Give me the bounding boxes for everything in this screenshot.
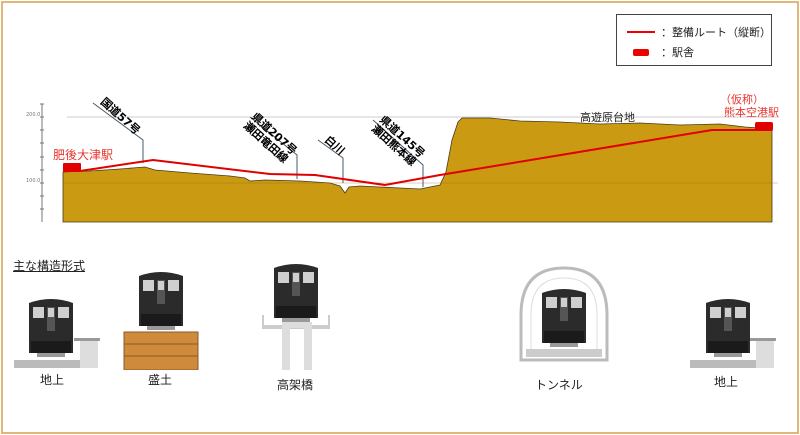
structure-label-ground-1: 地上 xyxy=(40,373,65,387)
station-label-end-prefix: （仮称） xyxy=(720,93,764,106)
structure-illustrations xyxy=(14,264,776,370)
legend-route-label: ：整備ルート（縦断） xyxy=(661,26,771,39)
ground-profile xyxy=(62,117,773,223)
structure-label-tunnel: トンネル xyxy=(535,378,583,392)
axis-ticks xyxy=(40,103,44,210)
tunnel-illustration xyxy=(519,266,609,362)
station-label-end: 熊本空港駅 xyxy=(724,106,779,119)
legend-route: ：整備ルート（縦断） xyxy=(627,24,771,40)
plateau-label: 高遊原台地 xyxy=(580,111,635,124)
legend-station: ：駅舎 xyxy=(627,44,694,60)
tick-label-200: 200.0 xyxy=(26,112,41,118)
profile-chart xyxy=(40,102,778,223)
station-marker-end xyxy=(755,122,773,131)
structures-title: 主な構造形式 xyxy=(13,259,86,273)
station-swatch xyxy=(633,48,649,56)
legend-station-label: ：駅舎 xyxy=(661,46,694,59)
structure-label-viaduct: 高架橋 xyxy=(277,378,314,392)
route-line-swatch xyxy=(627,31,655,33)
ground-level-illustration-1 xyxy=(14,299,100,368)
ground-level-illustration-2 xyxy=(690,299,776,368)
route-line xyxy=(79,129,772,187)
legend: ：整備ルート（縦断） ：駅舎 xyxy=(616,14,772,66)
structure-label-ground-2: 地上 xyxy=(714,375,739,389)
viaduct-illustration xyxy=(262,264,330,370)
station-label-start: 肥後大津駅 xyxy=(53,148,114,162)
tick-label-100: 100.0 xyxy=(26,178,41,184)
station-marker-start xyxy=(63,163,81,172)
structure-label-embankment: 盛土 xyxy=(148,373,173,387)
embankment-illustration xyxy=(123,272,199,370)
leader-lines xyxy=(92,102,424,187)
